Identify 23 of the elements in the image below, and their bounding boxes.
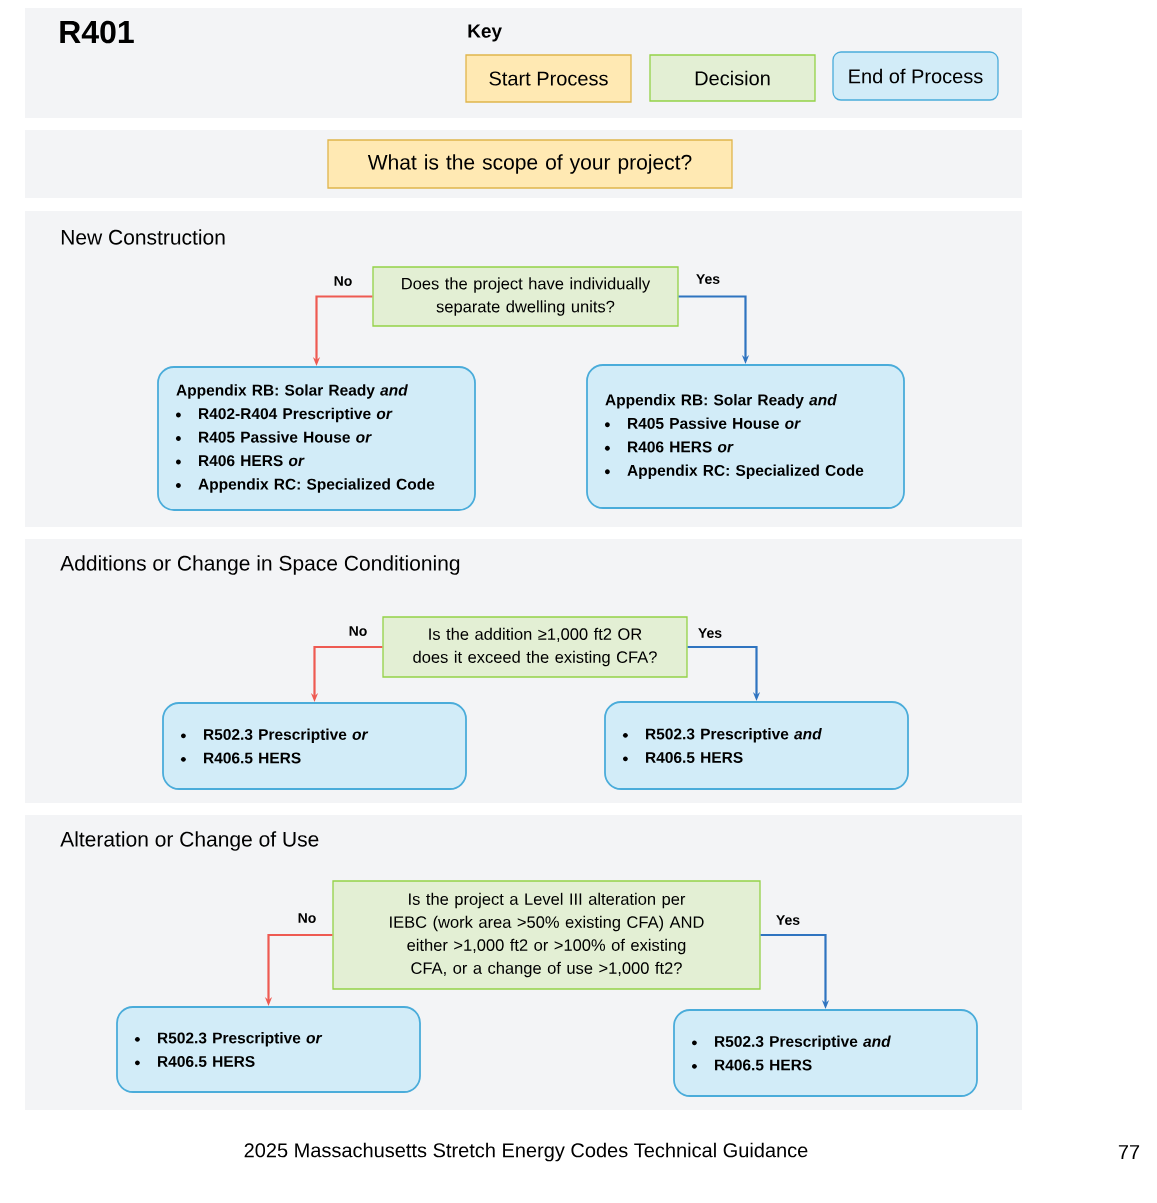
page-number: 77 (1118, 1145, 1140, 1159)
edge-label: No (347, 625, 369, 637)
caption: 2025 Massachusetts Stretch Energy Codes Technical Guidance (244, 1142, 808, 1162)
key-heading: Key (468, 24, 502, 42)
decision-box: Does the project have individually separate dwelling units? (372, 266, 679, 327)
edge-label: Yes (694, 273, 722, 285)
legend-item: Decision (649, 54, 816, 102)
result-box: R502.3 Prescriptive and R406.5 HERS (604, 701, 909, 790)
legend-item: End of Process (832, 51, 999, 101)
edge-label: No (296, 912, 318, 924)
decision-box: Is the addition ≥1,000 ft2 OR does it exceed the existing CFA? (382, 616, 688, 678)
decision-box: Is the project a Level III alteration per IEBC (work area >50% existing CFA) AND either >1,000 ft2 or >100% of existing CFA, or a change of use >1,000 ft2? (332, 880, 761, 990)
result-box: R502.3 Prescriptive or R406.5 HERS (116, 1006, 421, 1093)
title: R401 (60, 20, 134, 44)
legend-item: Start Process (465, 54, 632, 103)
edge-label: No (332, 275, 354, 287)
result-box: Appendix RB: Solar Ready and R405 Passive House or R406 HERS or Appendix RC: Specialized Code (586, 364, 905, 509)
start-box: What is the scope of your project? (327, 139, 733, 189)
edge-label: Yes (774, 914, 802, 926)
result-box: R502.3 Prescriptive or R406.5 HERS (162, 702, 467, 790)
edge-label: Yes (696, 627, 724, 639)
result-box: R502.3 Prescriptive and R406.5 HERS (673, 1009, 978, 1097)
result-box: Appendix RB: Solar Ready and R402-R404 Prescriptive or R405 Passive House or R406 HERS or Appendix RC: Specialized Code (157, 366, 476, 511)
